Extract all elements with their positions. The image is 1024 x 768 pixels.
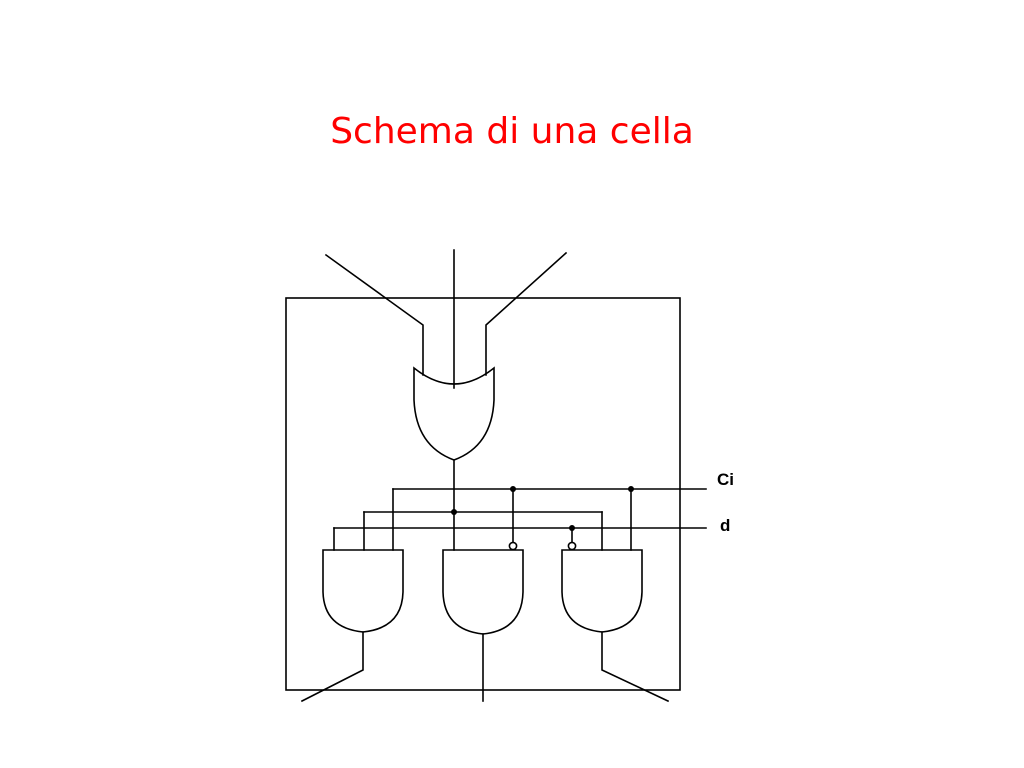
ci-junction-dot-center [510,486,516,492]
ci-label: Ci [717,470,734,489]
ci-junction-dot-right [628,486,634,492]
cell-boundary [285,297,681,691]
and-gate-left [322,549,404,633]
and-gate-right [561,549,643,633]
left-and-output-wire [300,631,364,703]
d-label: d [720,516,730,535]
right-and-output-wire [601,631,670,703]
or-input-left-wire [324,253,424,376]
or-input-right-wire [485,251,568,376]
or-gate [413,366,495,461]
and-gate-center [442,549,524,635]
slide-title: Schema di una cella [330,111,694,152]
center-and-inverter-bubble [508,541,518,551]
schematic-ink: Ci d [285,249,734,703]
d-junction-dot [569,525,575,531]
right-and-inverter-bubble [567,541,577,551]
bus-junction-dot [451,509,457,515]
